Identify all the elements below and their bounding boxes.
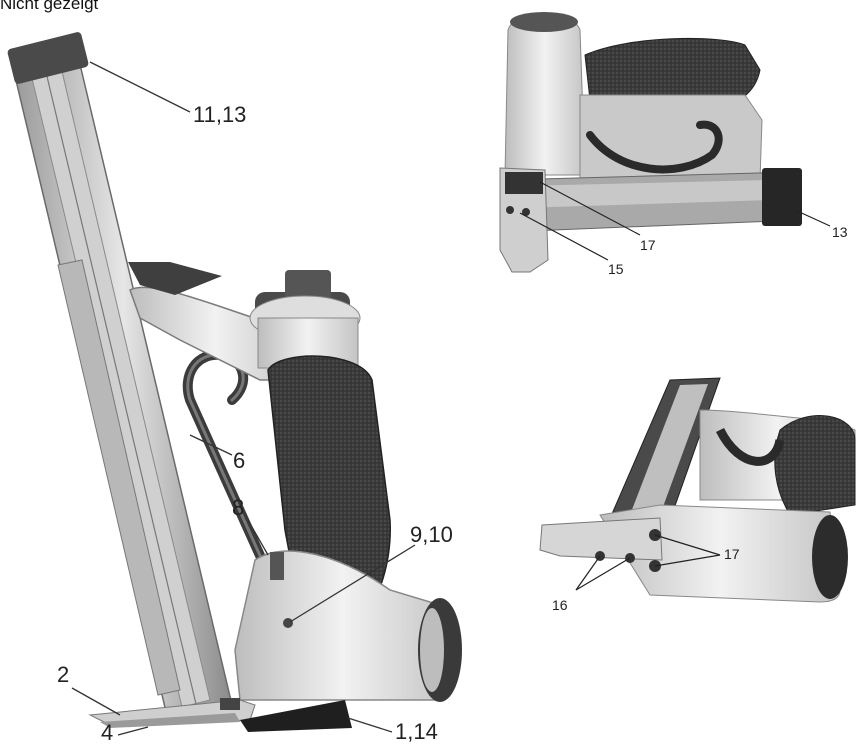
callout-label-8: 8 <box>232 495 245 520</box>
callout-label-17-bottom: 17 <box>724 546 740 562</box>
top-stapler-image <box>499 12 802 273</box>
callout-label-6: 6 <box>233 448 246 473</box>
leader-lines-top <box>519 181 831 261</box>
large-stapler-image <box>7 32 462 732</box>
callout-label-13: 13 <box>832 224 848 240</box>
callout-label-16: 16 <box>552 597 568 613</box>
header-note: Nicht gezeigt <box>0 0 99 13</box>
bottom-stapler-image <box>539 377 856 603</box>
callout-label-11-13: 11,13 <box>193 102 247 127</box>
callout-label-15: 15 <box>608 261 624 277</box>
callout-label-17-top: 17 <box>640 237 656 253</box>
leader-lines-bottom <box>575 534 721 591</box>
callout-label-4: 4 <box>101 720 114 745</box>
leader-lines-large <box>71 61 416 736</box>
callout-label-2: 2 <box>57 662 70 687</box>
callout-label-9-10: 9,10 <box>410 522 453 547</box>
callout-label-1-14: 1,14 <box>395 719 438 744</box>
